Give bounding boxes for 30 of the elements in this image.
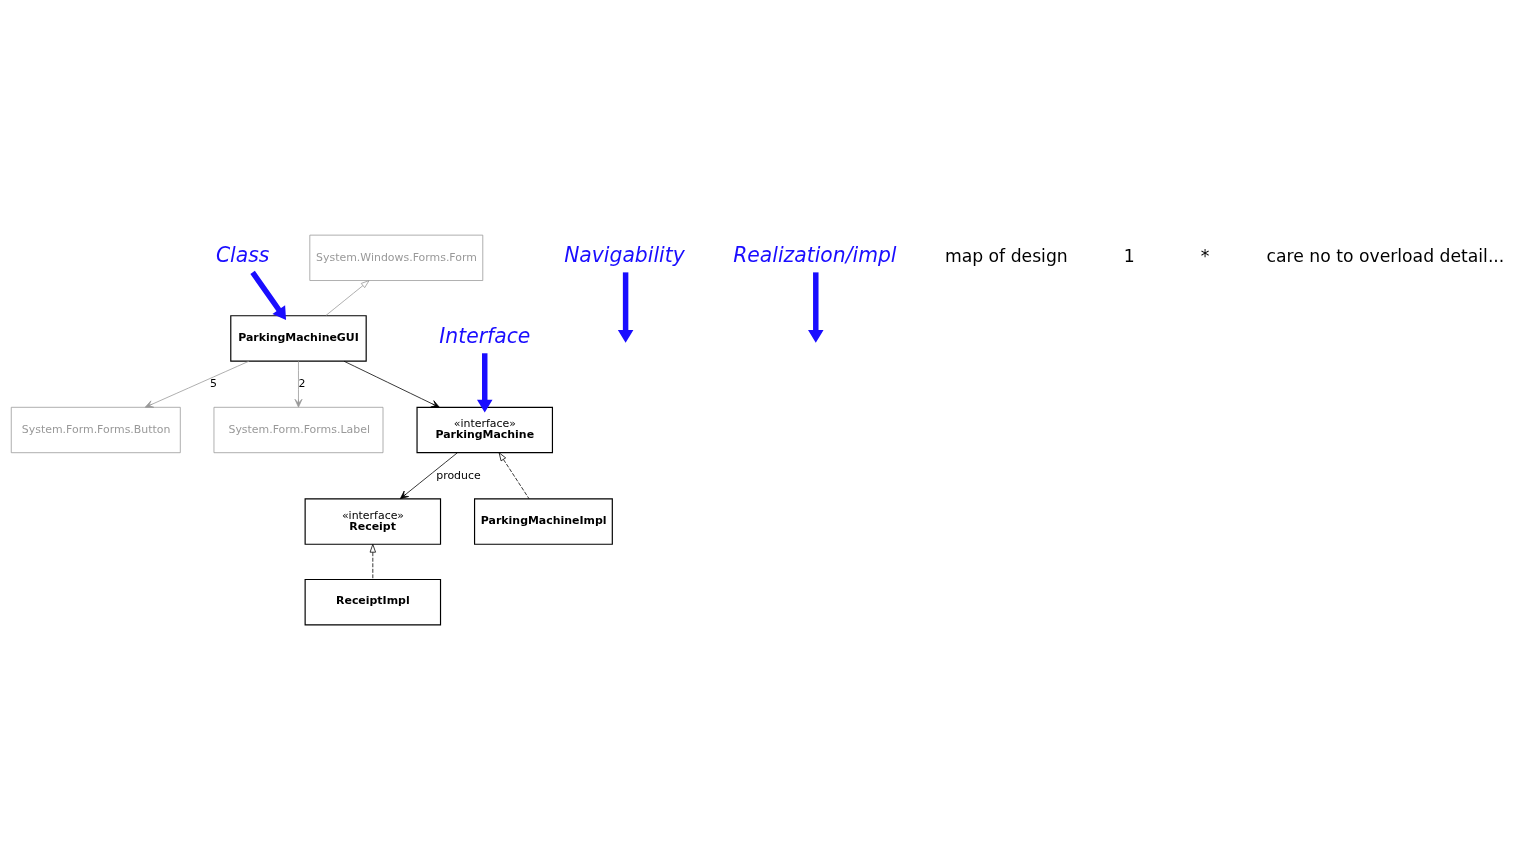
edge-label: 2: [298, 376, 306, 390]
arrow: [477, 352, 493, 412]
edge-label: 5: [210, 376, 218, 390]
node-box: ReceiptImpl: [304, 578, 442, 625]
arrow: [808, 271, 824, 343]
arrow: [343, 360, 440, 408]
arrow: [250, 270, 287, 320]
arrow: [144, 360, 250, 408]
label: map of design: [944, 245, 1068, 266]
node-text: Class: [215, 242, 270, 267]
arrow: [294, 360, 303, 407]
node-text: Realization/impl: [733, 242, 897, 267]
node-text: Navigability: [564, 242, 685, 267]
node-box: ParkingMachineGUI: [230, 314, 367, 362]
label: 1: [1123, 245, 1135, 266]
node-box: «interface» Receipt: [304, 497, 442, 545]
label: *: [1200, 245, 1210, 266]
node-box: ParkingMachineImpl: [474, 497, 613, 545]
label: care no to overload detail...: [1266, 245, 1505, 266]
node-box: System.Form.Forms.Label: [213, 406, 384, 453]
edge-label: produce: [436, 468, 481, 482]
arrow: [369, 543, 376, 580]
arrow: [617, 271, 634, 343]
arrow: [325, 279, 370, 316]
arrow: [498, 451, 530, 499]
node-box: System.Form.Forms.Button: [10, 406, 181, 453]
node-text: Interface: [439, 323, 531, 348]
arrow: [399, 451, 458, 499]
node-box: System.Windows.Forms.Form: [309, 234, 484, 281]
node-box: «interface» ParkingMachine: [416, 406, 553, 453]
